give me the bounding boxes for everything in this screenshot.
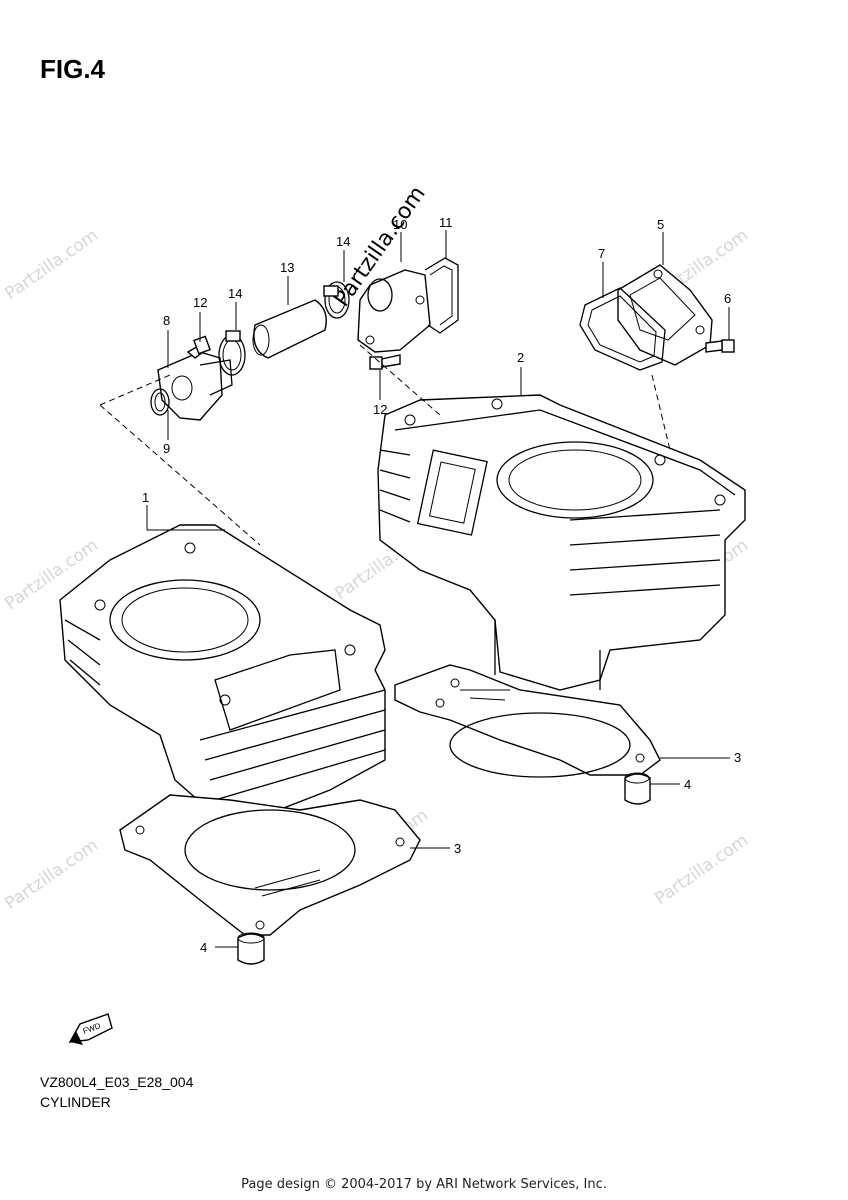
rear-base-gasket: [394, 664, 661, 778]
bolt-6: [705, 339, 735, 353]
callout-14a: 14: [228, 286, 242, 301]
o-ring-9: [150, 388, 170, 416]
rear-cylinder: [377, 394, 746, 691]
diagram-code: VZ800L4_E03_E28_004: [40, 1074, 194, 1090]
callout-3b: 3: [454, 841, 461, 856]
outlet-gasket: [424, 257, 459, 334]
callout-3a: 3: [734, 750, 741, 765]
callout-10: 10: [393, 217, 407, 232]
callout-11: 11: [439, 215, 453, 230]
callout-6: 6: [724, 291, 731, 306]
hose-clamp-right: [323, 281, 350, 319]
diagram-name: CYLINDER: [40, 1094, 111, 1110]
callout-7: 7: [598, 246, 605, 261]
cover-gasket: [579, 287, 666, 371]
water-outlet-housing: [357, 269, 431, 353]
callout-13: 13: [280, 260, 294, 275]
dowel-pin-rear: [624, 772, 651, 805]
watermark-text: Partzilla.com: [1, 225, 102, 304]
front-cylinder: [59, 524, 386, 826]
water-inlet-pipe: [157, 351, 233, 421]
figure-title: FIG.4: [40, 54, 106, 84]
callout-9: 9: [163, 441, 170, 456]
bolt-12-left: [186, 335, 211, 359]
watermark-text: Partzilla.com: [651, 830, 752, 909]
callout-12a: 12: [193, 295, 207, 310]
hose-clamp-left: [218, 330, 246, 376]
callout-8: 8: [163, 313, 170, 328]
cylinder-side-cover: [617, 264, 713, 366]
forward-arrow-icon: FWD: [68, 1013, 113, 1045]
dowel-pin-front: [237, 932, 265, 965]
callout-2: 2: [517, 350, 524, 365]
callout-4b: 4: [200, 940, 207, 955]
callout-14b: 14: [336, 234, 350, 249]
callout-1: 1: [142, 490, 149, 505]
callout-12b: 12: [373, 402, 387, 417]
watermark-text: Partzilla.com: [1, 835, 102, 914]
page-footer: Page design © 2004-2017 by ARI Network S…: [241, 1177, 607, 1192]
callouts: 1 2 3 3 4 4 5 6 7 8 9 10 11 12 12 13 14 …: [142, 215, 741, 955]
callout-5: 5: [657, 217, 664, 232]
front-base-gasket: [119, 794, 421, 936]
leader-lines: [99, 230, 730, 948]
water-hose: [252, 299, 327, 359]
bolt-12-right: [369, 354, 401, 370]
callout-4a: 4: [684, 777, 691, 792]
